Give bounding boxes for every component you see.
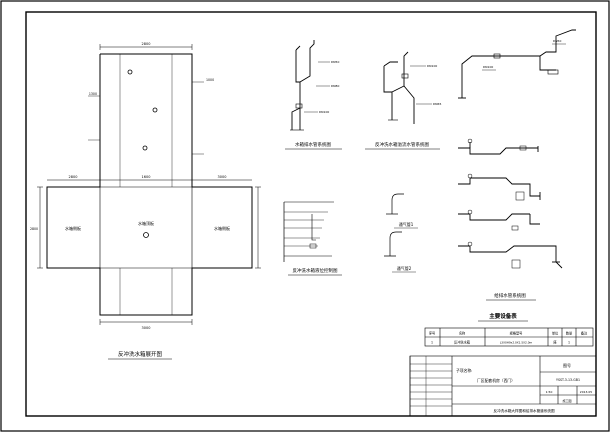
level-control-diagram <box>283 201 334 262</box>
plan-dim-right: 3000 <box>218 175 227 179</box>
eq-header-note: 备注 <box>581 331 588 336</box>
iso2-label-b: DN65 <box>433 102 441 106</box>
equipment-table <box>424 327 594 347</box>
plan-dim-bottom: 3000 <box>142 326 151 330</box>
inner-frame <box>25 11 597 417</box>
iso1-label-a: DN50 <box>331 60 339 64</box>
eq-row-spec: L3X0H9x2.0X1.5X2.0m <box>500 341 533 345</box>
eq-header-qty: 数量 <box>566 331 573 336</box>
vent2-title: 通气管2 <box>397 265 412 271</box>
title-block <box>409 355 597 417</box>
tb-sheet: 施工图 <box>562 398 571 403</box>
plan-dim-mid: 1600 <box>142 175 151 179</box>
eq-row-name: 反冲洗水箱 <box>454 340 471 345</box>
tank-unfolded-plan <box>37 44 261 325</box>
plan-title: 反冲洗水箱展开图 <box>118 350 163 358</box>
vent-pipe-1-diagram <box>386 193 404 215</box>
vent1-title: 通气管1 <box>399 221 414 227</box>
plan-dim-top: 2800 <box>142 42 151 46</box>
tb-scale: 1:50 <box>546 390 553 394</box>
iso2-title: 反冲洗水箱溢流水管系统图 <box>375 141 429 148</box>
plan-dim-height: 2800 <box>30 227 38 231</box>
eq-row-no: 1 <box>431 341 433 345</box>
tb-drawing-label: 图号 <box>563 362 571 368</box>
gauge-title: 反冲洗水箱液位控制图 <box>293 267 338 274</box>
iso1-title: 水箱排水管系统图 <box>295 141 331 148</box>
plan-dim-side-b: 1000 <box>206 78 214 82</box>
tb-date: 2013.05 <box>580 390 592 394</box>
eq-header-spec: 规格型号 <box>510 331 523 336</box>
eq-header-unit: 单位 <box>552 331 559 336</box>
left-panel-label: 水箱侧板 <box>65 225 81 231</box>
plan-dim-side-a: 1300 <box>89 92 97 96</box>
plan-dim-left: 2800 <box>69 175 78 179</box>
iso-overflow-diagram <box>383 51 432 124</box>
tb-drawing-no: YSST-3-13-GB1 <box>556 378 580 382</box>
right-panel-label: 水箱侧板 <box>214 225 230 231</box>
tb-drawing-title: 反冲洗水箱大样图和给排水管道系统图 <box>493 408 554 413</box>
vent-pipe-2-diagram <box>384 231 402 257</box>
iso3-title: 给排水管系统图 <box>494 292 526 299</box>
iso1-label-b: DN80 <box>331 84 339 88</box>
center-panel-label: 水箱顶板 <box>138 220 154 226</box>
iso3-label-b: DN50 <box>553 39 561 43</box>
iso2-label-a: DN100 <box>427 64 437 68</box>
eq-header-no: 序号 <box>429 331 435 336</box>
equipment-title: 主要设备表 <box>489 312 517 320</box>
iso-supply-drainage-diagram <box>458 29 576 269</box>
eq-header-name: 名称 <box>459 331 466 336</box>
eq-row-unit: 座 <box>553 340 557 345</box>
iso3-label-a: DN100 <box>483 65 493 69</box>
tb-project-name: 厂区配套机房（西门） <box>477 378 515 383</box>
iso-drainage-diagram <box>290 40 330 131</box>
eq-row-qty: 1 <box>568 341 570 345</box>
tb-project-label: 子项名称: <box>456 368 472 373</box>
iso1-label-c: DN100 <box>319 110 329 114</box>
